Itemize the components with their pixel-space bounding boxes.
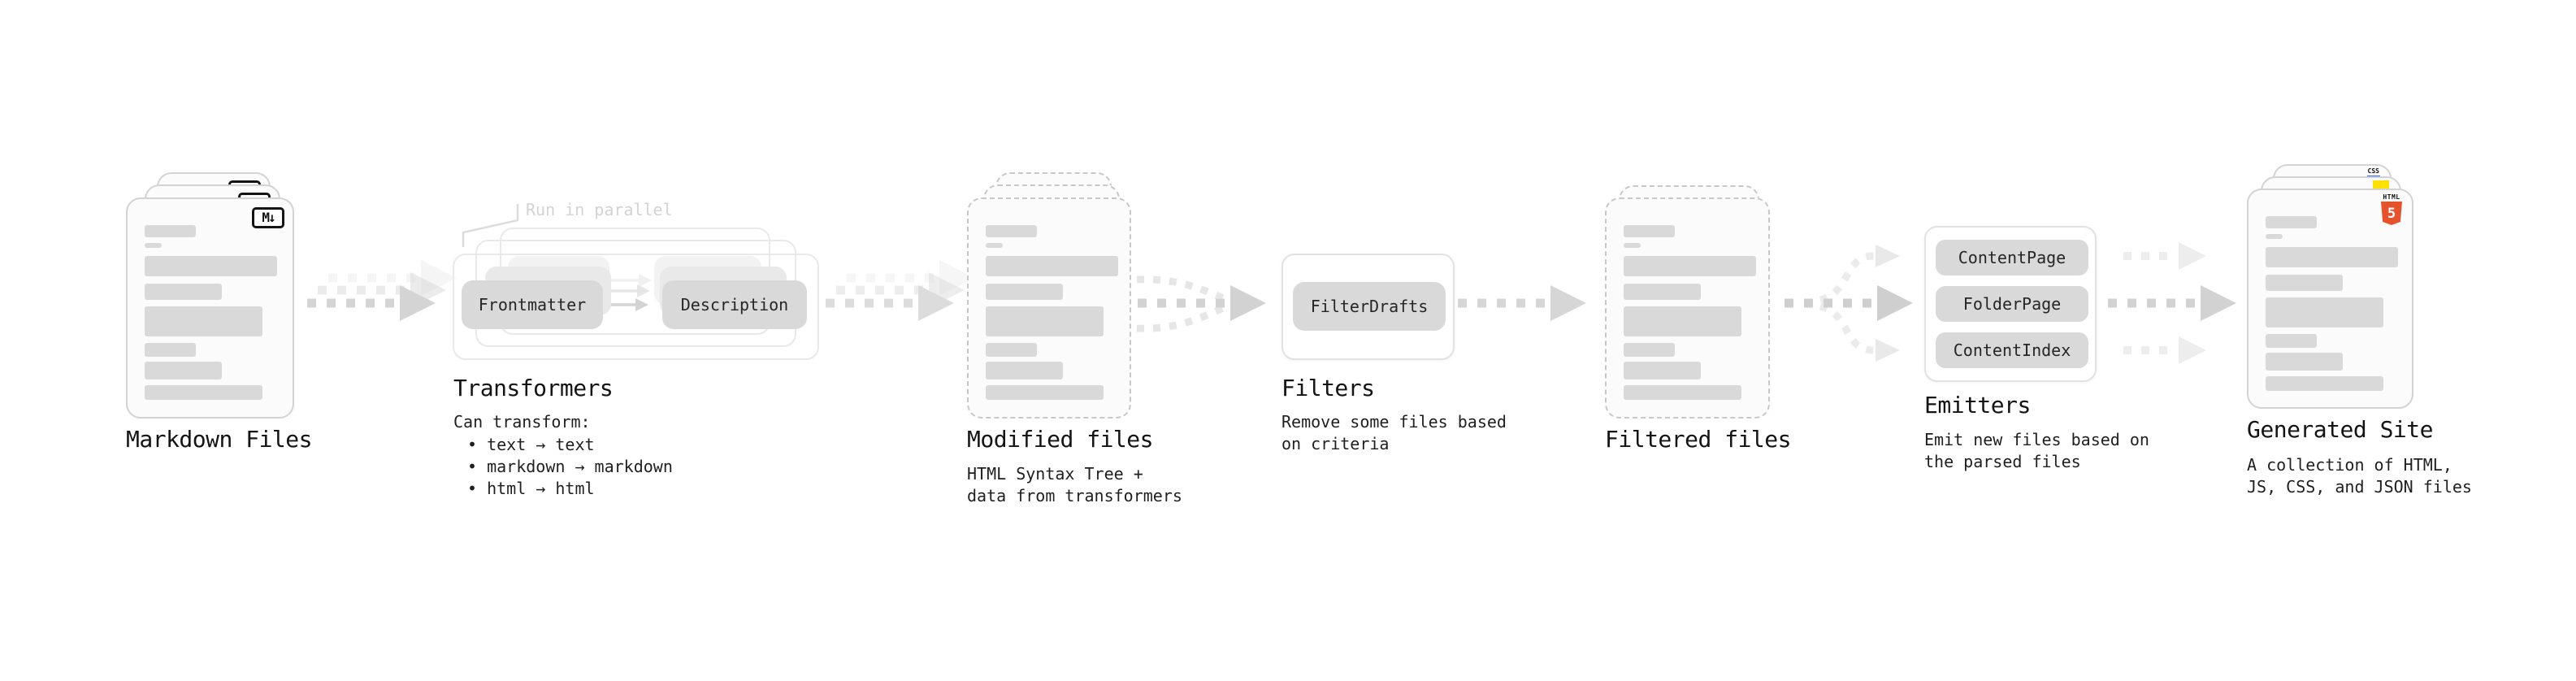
doc-content-placeholder — [145, 225, 277, 400]
doc-line — [2266, 247, 2398, 267]
markdown-file-card: M↓ — [126, 197, 294, 419]
arrow-filtered-to-emitters — [1785, 245, 1913, 362]
doc-line — [145, 243, 162, 248]
stage-title-filtered-files: Filtered files — [1605, 426, 1792, 453]
arrow-markdown-to-transformers — [307, 260, 457, 321]
transformers-caption-heading: Can transform: — [453, 412, 591, 432]
doc-line — [145, 256, 277, 276]
doc-content-placeholder — [986, 225, 1118, 400]
caption-line: JS, CSS, and JSON files — [2247, 477, 2472, 497]
arrow-modified-to-filters — [1137, 275, 1266, 332]
doc-line — [1624, 225, 1675, 237]
doc-line — [2266, 353, 2343, 371]
caption-line: Emit new files based on — [1924, 430, 2149, 449]
doc-line — [1624, 256, 1756, 276]
caption-line: the parsed files — [1924, 452, 2081, 471]
filtered-file-card — [1605, 197, 1770, 419]
filterdrafts-chip: FilterDrafts — [1293, 282, 1446, 331]
doc-line — [1624, 243, 1641, 248]
frontmatter-chip: Frontmatter — [462, 280, 603, 329]
bullet-item: • html → html — [467, 479, 595, 498]
bullet-item: • markdown → markdown — [467, 457, 673, 476]
doc-line — [2266, 297, 2383, 327]
doc-line — [1624, 306, 1741, 336]
stage-title-transformers: Transformers — [453, 375, 614, 401]
caption-line: A collection of HTML, — [2247, 455, 2452, 475]
doc-line — [145, 362, 222, 380]
run-in-parallel-note: Run in parallel — [526, 200, 673, 219]
doc-line — [145, 306, 262, 336]
doc-line — [1624, 385, 1741, 400]
modified-file-card — [967, 197, 1131, 419]
filters-caption: Remove some files based on criteria — [1281, 411, 1507, 455]
doc-line — [145, 284, 222, 300]
generated-file-card: HTML 5 — [2247, 189, 2413, 409]
doc-line — [2266, 275, 2343, 291]
emitters-box: ContentPage FolderPage ContentIndex — [1924, 226, 2097, 382]
modified-files-caption: HTML Syntax Tree + data from transformer… — [967, 463, 1182, 507]
stage-title-filters: Filters — [1281, 375, 1375, 401]
stage-title-emitters: Emitters — [1924, 392, 2031, 419]
contentindex-chip: ContentIndex — [1936, 332, 2088, 368]
doc-line — [2266, 234, 2283, 239]
description-chip: Description — [662, 280, 807, 329]
doc-line — [145, 385, 262, 400]
html5-icon-label: HTML — [2383, 193, 2400, 201]
doc-line — [145, 225, 196, 237]
generated-site-caption: A collection of HTML, JS, CSS, and JSON … — [2247, 454, 2472, 498]
doc-line — [986, 225, 1037, 237]
arrow-emitters-to-generated — [2108, 242, 2236, 364]
doc-line — [986, 256, 1118, 276]
markdown-icon: M↓ — [252, 207, 284, 228]
folderpage-chip: FolderPage — [1936, 286, 2088, 322]
doc-line — [1624, 284, 1701, 300]
html5-icon: HTML 5 — [2381, 193, 2402, 225]
doc-line — [2266, 334, 2317, 348]
filters-box: FilterDrafts — [1281, 254, 1455, 360]
js-file-icon — [2373, 180, 2389, 189]
doc-line — [145, 343, 196, 357]
doc-line — [986, 385, 1104, 400]
caption-line: data from transformers — [967, 486, 1182, 505]
doc-line — [986, 243, 1003, 248]
bullet-item: • text → text — [467, 435, 595, 454]
transformer-box-front — [453, 254, 819, 360]
doc-line — [986, 343, 1037, 357]
doc-line — [986, 362, 1063, 380]
doc-line — [1624, 362, 1701, 380]
doc-content-placeholder — [2266, 216, 2398, 391]
caption-line: on criteria — [1281, 434, 1390, 453]
html5-icon-shield: 5 — [2381, 202, 2402, 225]
doc-line — [2266, 216, 2317, 228]
transformers-bullet-list: • text → text • markdown → markdown • ht… — [467, 434, 673, 500]
caption-line: Remove some files based — [1281, 412, 1507, 432]
doc-content-placeholder — [1624, 225, 1756, 400]
doc-line — [2266, 376, 2383, 391]
stage-title-generated-site: Generated Site — [2247, 416, 2434, 443]
caption-line: HTML Syntax Tree + — [967, 464, 1143, 484]
stage-title-modified-files: Modified files — [967, 426, 1154, 453]
doc-line — [986, 284, 1063, 300]
doc-line — [986, 306, 1104, 336]
emitters-caption: Emit new files based on the parsed files — [1924, 429, 2149, 473]
stage-title-markdown-files: Markdown Files — [126, 426, 313, 453]
contentpage-chip: ContentPage — [1936, 240, 2088, 275]
arrow-transformers-to-modified — [826, 260, 975, 321]
arrow-filters-to-filtered — [1458, 285, 1586, 321]
doc-line — [1624, 343, 1675, 357]
